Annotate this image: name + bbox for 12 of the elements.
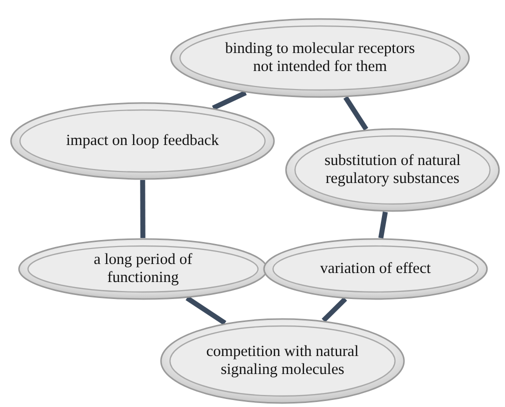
node-label: impact on loop feedback [66,132,219,150]
node-label: substitution of natural regulatory substances [323,152,462,188]
connector-line [186,296,226,326]
connector-line [140,180,146,238]
connector-line [343,96,368,131]
node-label: competition with natural signaling molecules [205,343,360,379]
node-label: variation of effect [320,260,431,278]
connector-line [322,297,348,322]
connector-line [212,90,247,110]
node-label: binding to molecular receptors not intended for them [224,40,416,76]
connector-line [378,211,388,238]
node-label: a long period of functioning [92,251,194,287]
